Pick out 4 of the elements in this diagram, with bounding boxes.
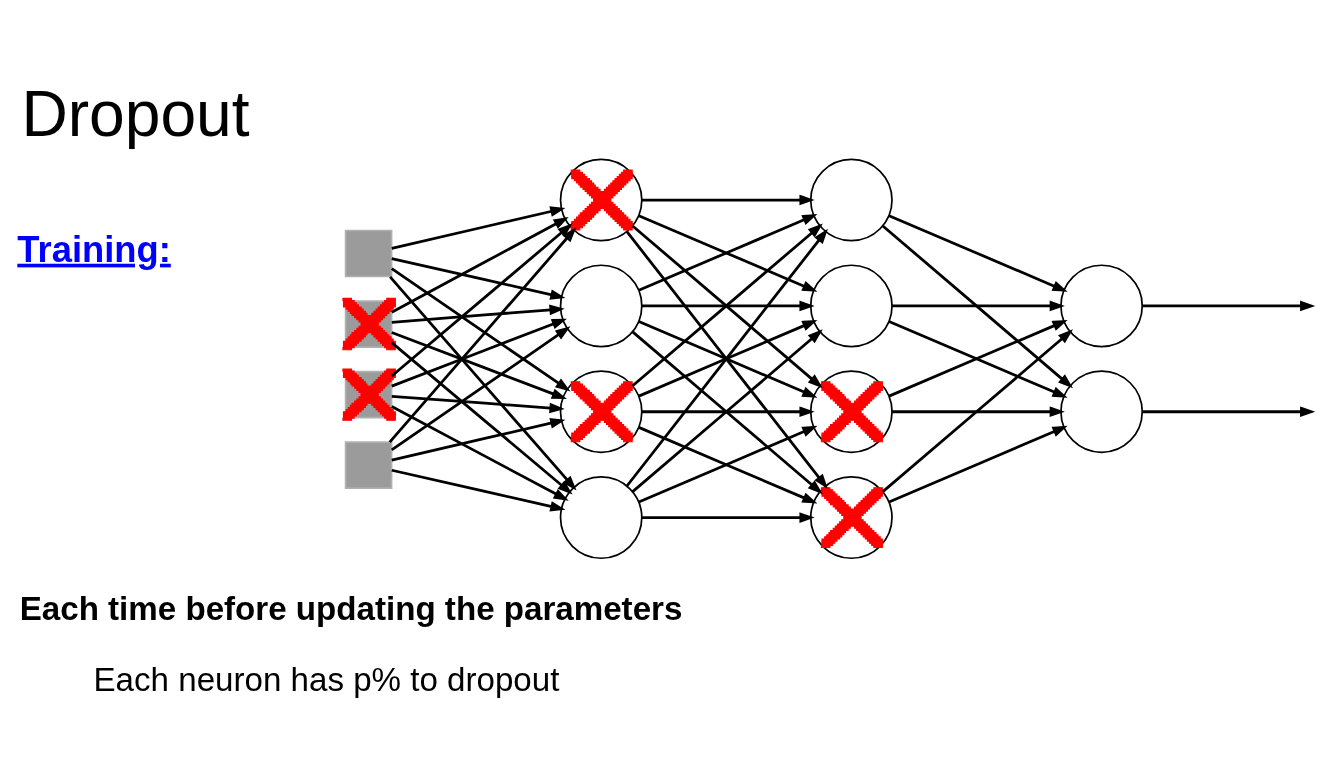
label: Each time before updating the parameters — [19, 589, 683, 627]
label: Each neuron has p% to dropout — [93, 660, 560, 698]
diagram-title: Dropout — [21, 77, 250, 150]
label: Training: — [17, 228, 171, 270]
